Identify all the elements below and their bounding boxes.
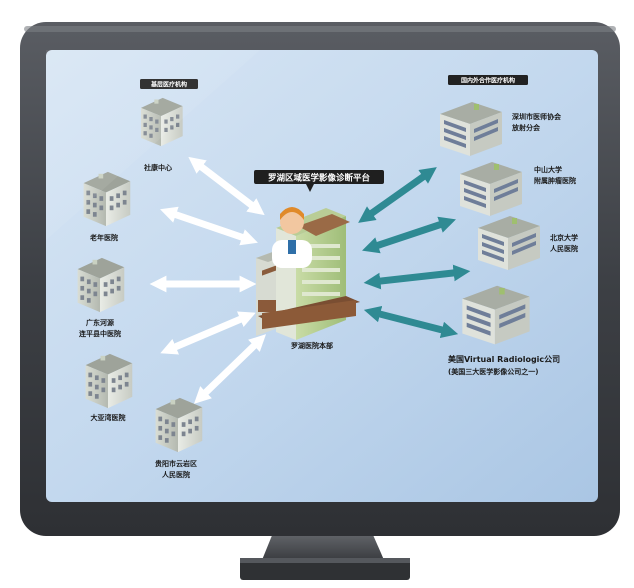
left-arrows	[149, 156, 267, 404]
left-node-2: 广东河源 连平县中医院	[77, 257, 125, 338]
left-node-0: 社康中心	[141, 97, 183, 172]
left-node-4: 贵阳市云岩区 人民医院	[155, 397, 203, 479]
left-node-1-line-0: 老年医院	[89, 233, 118, 242]
right-node-2: 北京大学 人民医院	[478, 216, 578, 270]
arrow-pku-hospital	[363, 264, 471, 290]
right-node-0: 深圳市医师协会 放射分会	[440, 102, 562, 156]
arrow-elderly-hospital	[160, 206, 258, 246]
arrow-shenzhen-association	[358, 167, 437, 223]
right-group-tag-text: 国内外合作医疗机构	[461, 77, 515, 85]
right-node-1-line-1: 附属肿瘤医院	[534, 176, 576, 185]
left-group-tag: 基层医疗机构	[140, 79, 198, 89]
left-group-tag-text: 基层医疗机构	[150, 81, 187, 89]
hub-label: 罗湖医院本部	[291, 341, 333, 350]
hub-hospital: 罗湖区域医学影像诊断平台 罗湖医院本部	[254, 170, 384, 350]
arrow-virtual-radiologic	[363, 305, 459, 339]
building-icon	[85, 353, 133, 409]
right-node-0-line-1: 放射分会	[511, 123, 541, 132]
left-node-2-line-0: 广东河源	[86, 318, 114, 327]
right-arrows	[358, 167, 471, 339]
right-node-1-line-0: 中山大学	[534, 165, 562, 174]
left-node-2-line-1: 连平县中医院	[79, 329, 121, 338]
left-node-4-line-0: 贵阳市云岩区	[155, 459, 197, 468]
right-node-1: 中山大学 附属肿瘤医院	[460, 162, 576, 216]
left-node-0-line-0: 社康中心	[143, 163, 172, 172]
right-node-3: 美国Virtual Radiologic公司 (美国三大医学影像公司之一)	[448, 285, 560, 376]
arrow-sysu-cancer	[362, 216, 456, 254]
right-node-0-line-0: 深圳市医师协会	[512, 112, 562, 121]
building-icon	[155, 397, 203, 453]
building-icon	[77, 257, 125, 313]
arrow-guiyang-hospital	[193, 334, 267, 404]
right-node-3-line-1: (美国三大医学影像公司之一)	[448, 367, 538, 376]
right-node-2-line-1: 人民医院	[550, 244, 578, 253]
left-node-1: 老年医院	[83, 171, 131, 242]
arrow-dayawan-hospital	[160, 311, 256, 355]
platform-title-tag: 罗湖区域医学影像诊断平台	[254, 170, 384, 192]
right-node-2-line-0: 北京大学	[550, 233, 578, 242]
arrow-social-center	[188, 156, 265, 216]
right-node-3-line-0: 美国Virtual Radiologic公司	[448, 354, 560, 364]
left-node-3: 大亚湾医院	[85, 353, 133, 422]
left-node-3-line-0: 大亚湾医院	[91, 413, 126, 422]
platform-title: 罗湖区域医学影像诊断平台	[268, 173, 371, 184]
right-group-tag: 国内外合作医疗机构	[448, 75, 528, 85]
left-node-4-line-1: 人民医院	[162, 470, 190, 479]
doctor-icon	[272, 207, 312, 268]
